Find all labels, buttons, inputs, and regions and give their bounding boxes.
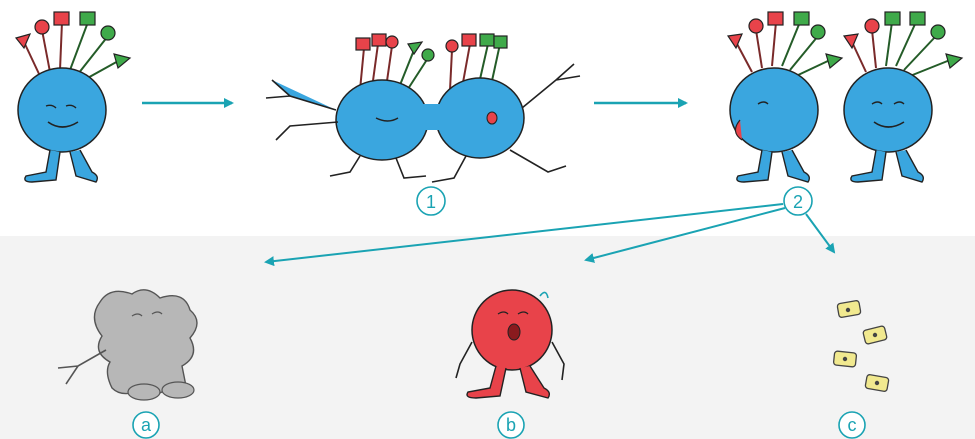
creature-pair-fusing-icon (265, 33, 581, 183)
outcome-a-marker (132, 411, 160, 439)
step-1-marker (416, 186, 446, 216)
step-1-label: 1 (426, 192, 436, 212)
outcome-c-marker (838, 411, 866, 439)
creature-single-icon (14, 11, 132, 183)
outcome-a-label: a (141, 415, 152, 435)
outcome-b-label: b (506, 415, 516, 435)
outcome-b-marker (497, 411, 525, 439)
creature-pair-separated-icon (726, 11, 964, 183)
outcome-c-yellow-pieces-icon (832, 300, 890, 392)
arrow-to-outcome-b (584, 207, 786, 263)
arrow-to-outcome-c (805, 213, 836, 254)
arrow-to-outcome-a (264, 203, 784, 267)
step-2-label: 2 (793, 192, 803, 212)
outcome-c-label: c (848, 415, 857, 435)
outcome-a-grey-blob-icon (57, 289, 198, 401)
outcome-b-red-creature-icon (455, 289, 565, 399)
step-2-marker (783, 186, 813, 216)
